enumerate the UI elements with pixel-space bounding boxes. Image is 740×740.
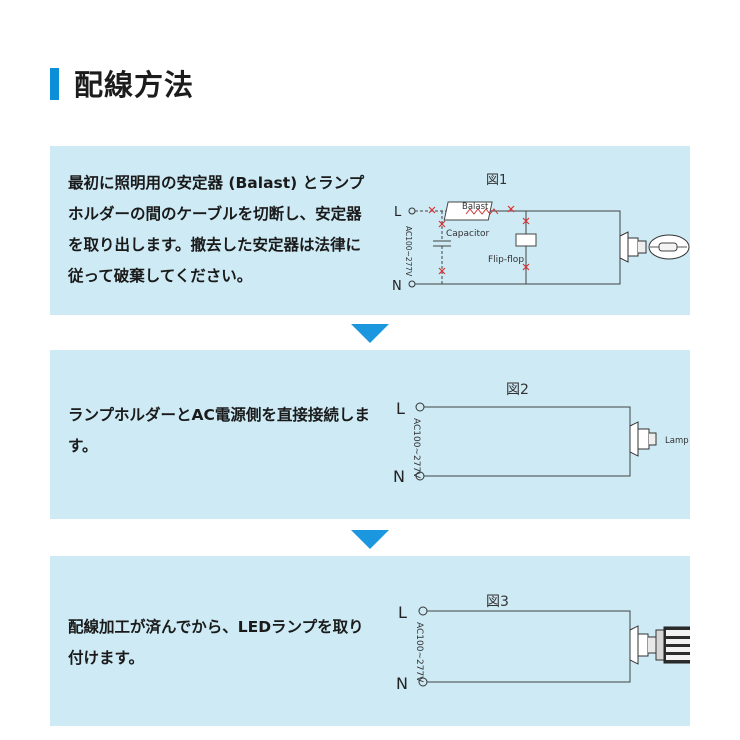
hid-lamp-icon [619,231,690,263]
figure-3-title: 図3 [486,594,509,610]
down-arrow-icon [351,530,389,549]
ballast-label: Balast [462,202,489,212]
line-label-1: L [394,205,402,220]
voltage-label-2: AC100~277V [411,418,421,479]
step-3-text: 配線加工が済んでから、LEDランプを取り付けます。 [68,618,364,667]
voltage-label-3: AC100~277V [414,622,424,683]
page-title: 配線方法 [74,68,195,102]
wiring-diagram-2: 図2 L N AC100~277V Lamp hoder [384,350,690,519]
flipflop-label: Flip-flop [488,255,524,265]
lamp-holder-label: Lamp hoder [665,436,690,446]
step-2-text: ランプホルダーとAC電源側を直接接続します。 [68,406,370,455]
step-1-panel: 最初に照明用の安定器 (Balast) とランプホルダーの間のケーブルを切断し、… [50,146,690,315]
step-1-text: 最初に照明用の安定器 (Balast) とランプホルダーの間のケーブルを切断し、… [68,174,365,285]
step-2-panel: ランプホルダーとAC電源側を直接接続します。 図2 L N AC100~277V… [50,350,690,519]
figure-2-title: 図2 [506,382,529,398]
wiring-diagram-3: 図3 L N AC100~277V [384,556,690,726]
neutral-label-2: N [393,467,405,486]
step-3-panel: 配線加工が済んでから、LEDランプを取り付けます。 図3 L N AC100~2… [50,556,690,726]
voltage-label-1: AC100~277V [404,226,413,277]
led-lamp-icon [629,625,690,665]
wiring-diagram-1: 図1 L N AC100~277V Balast Capacitor [384,146,690,315]
neutral-label-3: N [396,674,408,693]
line-label-3: L [398,603,407,622]
figure-1-title: 図1 [486,173,507,188]
flipflop-box [515,233,537,247]
lamp-holder-icon [629,421,657,457]
title-accent-bar [50,68,59,100]
line-label-2: L [396,399,405,418]
capacitor-label: Capacitor [446,229,490,239]
neutral-label-1: N [392,279,402,294]
down-arrow-icon [351,324,389,343]
